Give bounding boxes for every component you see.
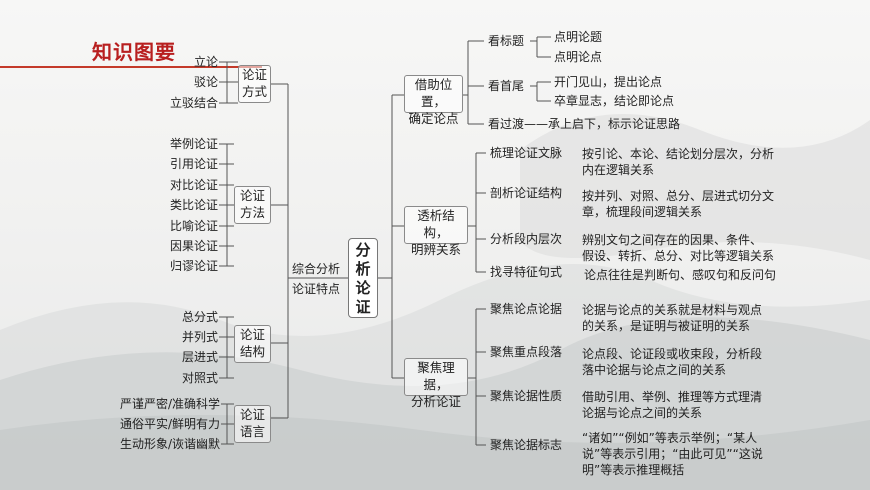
desc-line: 按并列、对照、总分、层进式切分文 (582, 189, 775, 203)
left-join-label-1: 综合分析 (292, 262, 341, 276)
left-group-label: 论证 (239, 407, 265, 422)
left-item: 举例论证 (169, 137, 218, 151)
branch-label: 明辨关系 (410, 242, 461, 257)
b2-item-desc: 论点往往是判断句、感叹句和反问句 (584, 267, 776, 283)
b1-sub-ends-a: 开门见山，提出论点 (554, 75, 663, 89)
branch-box-reasoning: 聚焦理据， 分析论证 (404, 358, 468, 409)
left-item: 驳论 (193, 75, 218, 89)
b3-item-desc: 论点段、论证段或收束段，分析段 落中论据与论点之间的关系 (582, 346, 762, 378)
b2-item-desc: 按引论、本论、结论划分层次，分析 内在逻辑关系 (582, 146, 774, 178)
desc-line: 落中论据与论点之间的关系 (582, 363, 727, 377)
left-item: 归谬论证 (169, 259, 218, 273)
left-group-box-method-type: 论证 方式 (238, 65, 271, 103)
left-group-box-language: 论证 语言 (234, 405, 271, 443)
desc-line: 论点往往是判断句、感叹句和反问句 (584, 268, 777, 282)
left-group-label: 论证 (239, 188, 265, 203)
b2-item-key: 梳理论证文脉 (490, 146, 563, 160)
branch-box-structure: 透析结构， 明辨关系 (404, 206, 468, 257)
desc-line: 假设、转折、总分、对比等逻辑关系 (582, 249, 775, 263)
branch-box-locate-thesis: 借助位置， 确定论点 (404, 75, 463, 126)
desc-line: 章，梳理段间逻辑关系 (582, 205, 703, 219)
b2-item-key: 找寻特征句式 (490, 265, 563, 279)
title-underline (0, 66, 262, 68)
left-join-label-2: 论证特点 (292, 282, 341, 296)
left-group-label: 结构 (239, 344, 265, 359)
b1-sub-title-a: 点明论题 (554, 30, 603, 44)
left-item: 生动形象/诙谐幽默 (119, 437, 220, 451)
b1-sub-title-b: 点明论点 (554, 50, 603, 64)
desc-line: 内在逻辑关系 (582, 163, 655, 177)
left-item: 对比论证 (169, 178, 218, 192)
left-group-label: 方法 (239, 205, 265, 220)
center-label: 分析论证 (355, 241, 371, 316)
left-item: 层进式 (181, 350, 218, 364)
left-item: 类比论证 (169, 198, 218, 212)
b2-item-key: 剖析论证结构 (490, 186, 563, 200)
b1-sub-title: 看标题 (488, 34, 525, 48)
desc-line: 的关系，是证明与被证明的关系 (582, 319, 751, 333)
branch-label: 透析结构， (417, 208, 455, 240)
left-group-label: 方式 (241, 84, 267, 99)
desc-line: 论据与论点之间的关系 (582, 406, 703, 420)
left-item: 比喻论证 (169, 219, 218, 233)
b3-item-desc: 论据与论点的关系就是材料与观点 的关系，是证明与被证明的关系 (582, 302, 762, 334)
b2-item-desc: 按并列、对照、总分、层进式切分文 章，梳理段间逻辑关系 (582, 188, 774, 220)
b3-item-desc: “诸如”“例如”等表示举例；“某人 说”等表示引用；“由此可见”“这说 明”等表… (582, 430, 763, 478)
desc-line: 明”等表示推理概括 (582, 463, 685, 477)
b1-sub-ends: 看首尾 (488, 79, 525, 93)
desc-line: “诸如”“例如”等表示举例；“某人 (582, 431, 758, 445)
b3-item-key: 聚焦重点段落 (490, 345, 563, 359)
left-group-box-method: 论证 方法 (234, 186, 271, 224)
left-group-label: 论证 (239, 327, 265, 342)
branch-label: 聚焦理据， (417, 360, 455, 392)
b3-item-key: 聚焦论据性质 (490, 389, 563, 403)
b2-item-desc: 辨别文句之间存在的因果、条件、 假设、转折、总分、对比等逻辑关系 (582, 232, 774, 264)
branch-label: 借助位置， (414, 77, 453, 109)
desc-line: 辨别文句之间存在的因果、条件、 (582, 233, 763, 247)
branch-label: 确定论点 (408, 111, 459, 126)
desc-line: 论点段、论证段或收束段，分析段 (582, 347, 763, 361)
left-group-box-structure: 论证 结构 (234, 325, 271, 363)
b3-item-key: 聚焦论点论据 (490, 302, 563, 316)
left-item: 引用论证 (169, 157, 218, 171)
branch-label: 分析论证 (410, 394, 461, 409)
b1-sub-transition: 看过渡——承上启下，标示论证思路 (488, 117, 681, 131)
left-item: 立驳结合 (169, 96, 218, 110)
center-node: 分析论证 (348, 238, 378, 318)
left-item: 严谨严密/准确科学 (119, 397, 220, 411)
page-title: 知识图要 (92, 40, 176, 64)
left-item: 对照式 (181, 371, 218, 385)
b1-sub-ends-b: 卒章显志，结论即论点 (554, 94, 675, 108)
b3-item-desc: 借助引用、举例、推理等方式理清 论据与论点之间的关系 (582, 389, 762, 421)
left-group-label: 语言 (239, 424, 265, 439)
desc-line: 按引论、本论、结论划分层次，分析 (582, 147, 775, 161)
left-item: 因果论证 (169, 239, 218, 253)
b2-item-key: 分析段内层次 (490, 232, 563, 246)
desc-line: 说”等表示引用；“由此可见”“这说 (582, 447, 763, 461)
left-item: 立论 (193, 55, 218, 69)
desc-line: 论据与论点的关系就是材料与观点 (582, 303, 763, 317)
left-item: 通俗平实/鲜明有力 (119, 417, 220, 431)
desc-line: 借助引用、举例、推理等方式理清 (582, 390, 763, 404)
left-group-label: 论证 (241, 67, 267, 82)
left-item: 并列式 (181, 330, 218, 344)
b3-item-key: 聚焦论据标志 (490, 438, 563, 452)
left-item: 总分式 (181, 310, 218, 324)
